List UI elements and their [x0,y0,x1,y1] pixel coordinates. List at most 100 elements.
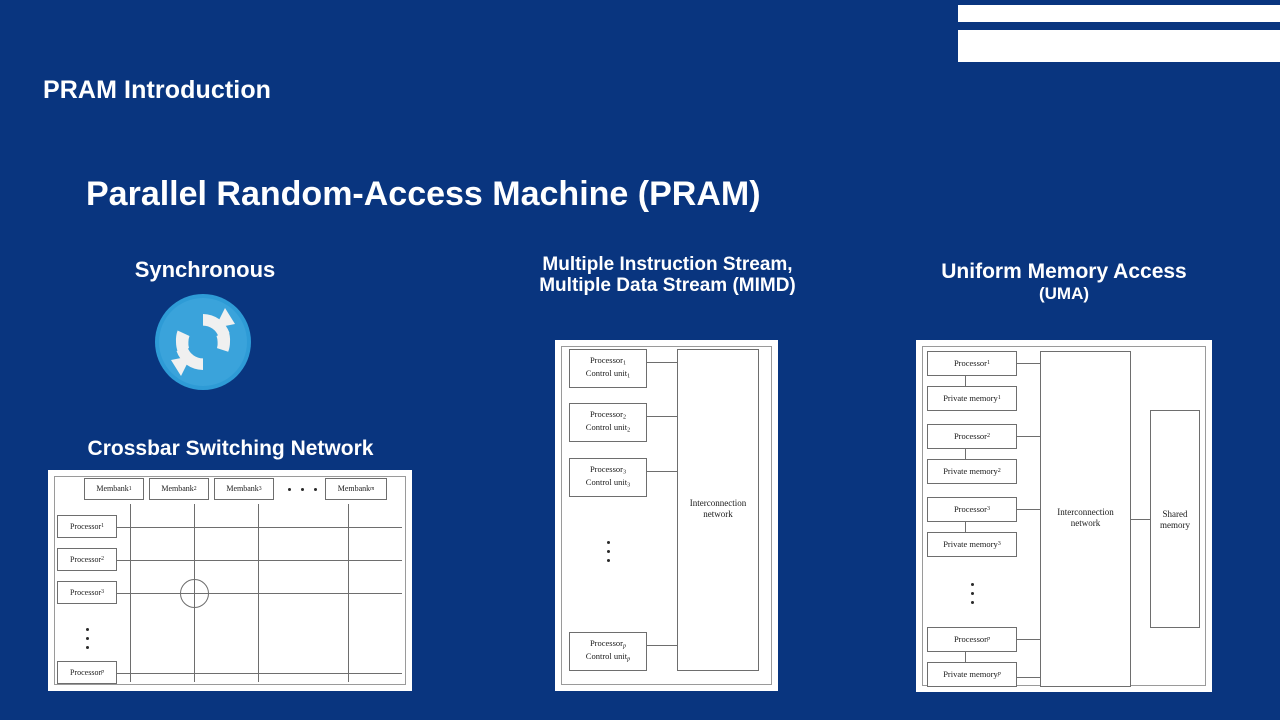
uma-processor-1-sub: 1 [987,359,991,366]
mimd-ellipsis [593,530,623,572]
mimd-unit-3-processor-sub: 3 [623,469,627,476]
crossbar-hline-1 [102,527,402,528]
uma-ellipsis [957,572,987,614]
mimd-unit-2-control: Control unit [585,421,628,432]
mimd-unit-3-control-sub: 3 [627,481,631,488]
crossbar-membank-3-label: Membank [226,484,259,494]
heading-uma-sub: (UMA) [1038,283,1090,303]
heading-synchronous: Synchronous [134,257,276,282]
uma-interconnection-network: Interconnection network [1040,351,1131,687]
mimd-network-label-2: network [703,508,733,519]
heading-crossbar: Crossbar Switching Network [87,437,374,460]
heading-uma: Uniform Memory Access (UMA) [880,260,1248,303]
heading-mimd: Multiple Instruction Stream, Multiple Da… [505,254,830,297]
crossbar-processor-1-sub: 1 [101,523,104,530]
crossbar-processor-2-label: Processor [70,554,102,564]
uma-processor-2-sub: 2 [987,432,991,439]
crossbar-membank-m-sub: m [370,485,375,492]
mimd-connector-1 [647,362,677,363]
uma-processor-p-label: Processor [953,634,987,645]
crossbar-processor-2-sub: 2 [101,556,104,563]
uma-private-memory-2-sub: 2 [997,467,1001,474]
crossbar-processor-ellipsis [72,618,102,658]
uma-connector-shared [1131,519,1150,520]
uma-link-2 [965,449,966,459]
mimd-network-label-1: Interconnection [689,498,747,508]
uma-network-label-2: network [1070,517,1101,528]
mimd-unit-p-processor-sub: p [623,643,627,650]
crossbar-processor-p-sub: p [101,669,104,676]
uma-link-3 [965,522,966,532]
uma-link-p [965,652,966,662]
uma-private-memory-1-label: Private memory [943,393,998,404]
crossbar-hline-3 [102,593,402,594]
uma-private-memory-2-label: Private memory [943,466,998,477]
uma-shared-memory: Shared memory [1150,410,1200,628]
uma-processor-1-label: Processor [953,358,987,369]
top-bar-thin [958,5,1280,22]
mimd-unit-p: Processorp Control unitp [569,632,647,671]
uma-link-1 [965,376,966,386]
uma-processor-3-label: Processor [953,504,987,515]
heading-mimd-line2: Multiple Data Stream (MIMD) [539,275,796,297]
uma-connector-proc-3 [1017,509,1040,510]
uma-connector-proc-1 [1017,363,1040,364]
mimd-unit-p-control-sub: p [627,655,631,662]
figure-mimd-architecture: Processor1 Control unit1 Processor2 Cont… [555,340,778,691]
uma-processor-3-sub: 3 [987,505,991,512]
mimd-unit-p-processor: Processor [589,638,623,648]
mimd-unit-3-processor: Processor [589,464,623,474]
uma-shared-label-2: memory [1160,519,1190,530]
uma-shared-label-1: Shared [1162,509,1188,519]
uma-processor-p-sub: p [987,635,991,642]
mimd-unit-1: Processor1 Control unit1 [569,349,647,388]
mimd-unit-2: Processor2 Control unit2 [569,403,647,442]
mimd-unit-p-control: Control unit [585,650,628,661]
uma-connector-proc-p [1017,639,1040,640]
crossbar-processor-p-label: Processor [70,667,102,677]
mimd-interconnection-network: Interconnection network [677,349,759,671]
crossbar-membank-1-label: Membank [96,484,129,494]
crossbar-processor-1-label: Processor [70,521,102,531]
uma-connector-mem-p [1017,677,1040,678]
uma-private-memory-3-label: Private memory [943,539,998,550]
uma-network-label-1: Interconnection [1057,507,1114,517]
mimd-unit-3-control: Control unit [585,476,628,487]
uma-private-memory-p-label: Private memory [943,669,998,680]
uma-private-memory-1-sub: 1 [997,394,1001,401]
mimd-unit-2-processor: Processor [589,409,623,419]
mimd-unit-1-control-sub: 1 [627,372,631,379]
page-title: Parallel Random-Access Machine (PRAM) [86,175,761,213]
mimd-unit-3: Processor3 Control unit3 [569,458,647,497]
crossbar-hline-4 [102,673,402,674]
mimd-unit-2-control-sub: 2 [627,426,631,433]
uma-private-memory-p-sub: p [997,670,1001,677]
crossbar-processor-3-sub: 3 [101,589,104,596]
top-bar-thick [958,30,1280,62]
uma-connector-proc-2 [1017,436,1040,437]
section-kicker: PRAM Introduction [43,76,272,104]
uma-private-memory-3-sub: 3 [997,540,1001,547]
crossbar-processor-3-label: Processor [70,587,102,597]
crossbar-membank-2-sub: 2 [193,485,197,492]
crossbar-membank-3-sub: 3 [258,485,262,492]
mimd-unit-1-control: Control unit [585,367,628,378]
mimd-connector-3 [647,471,677,472]
mimd-unit-1-processor-sub: 1 [623,360,627,367]
mimd-connector-2 [647,416,677,417]
sync-refresh-icon [155,294,251,390]
